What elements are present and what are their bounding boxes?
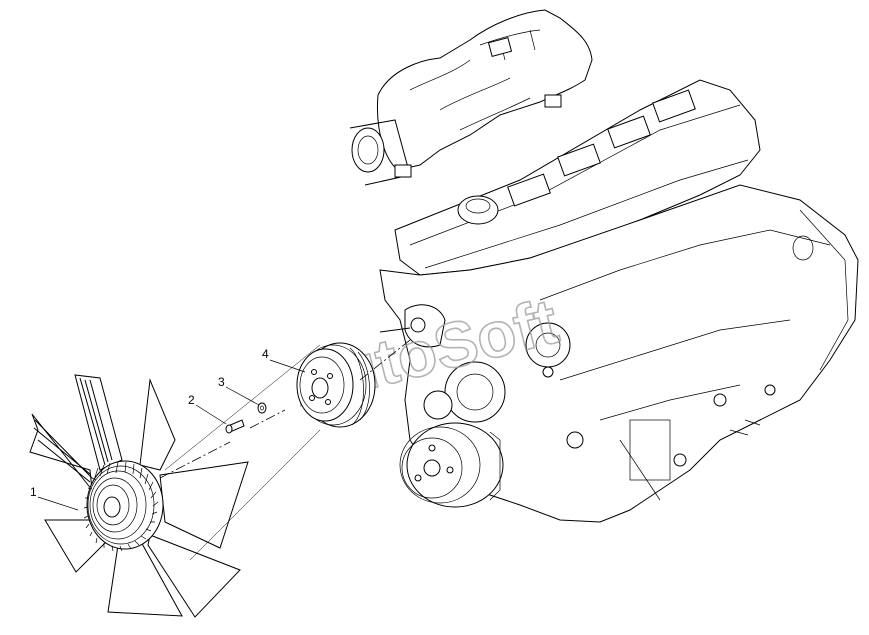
callout-1: 1 xyxy=(30,485,79,511)
callout-label-1: 1 xyxy=(30,485,37,499)
cylinder-block xyxy=(379,184,859,523)
leader-line-4 xyxy=(269,359,306,373)
valve-cover xyxy=(394,79,761,276)
part-4-fan-pulley xyxy=(296,342,376,428)
engine-assembly xyxy=(349,9,859,523)
callout-2: 2 xyxy=(188,393,227,425)
part-2-bolt xyxy=(225,419,245,434)
intake-manifold xyxy=(349,9,593,186)
water-pump-mount xyxy=(379,304,506,423)
callout-3: 3 xyxy=(218,375,260,406)
explode-axis-line xyxy=(159,339,411,479)
pulley-guide-line-upper xyxy=(164,344,321,471)
part-1-fan-with-viscous-clutch xyxy=(29,374,249,618)
callout-label-3: 3 xyxy=(218,375,225,389)
pulley-guide-line-lower xyxy=(189,429,321,561)
callout-label-4: 4 xyxy=(262,347,269,361)
ignition-coil-packs xyxy=(507,89,696,207)
leader-line-1 xyxy=(37,496,79,511)
callout-4: 4 xyxy=(262,347,306,373)
callout-label-2: 2 xyxy=(188,393,195,407)
crankshaft-pulley xyxy=(399,422,504,508)
part-3-washer xyxy=(257,402,267,414)
leader-line-2 xyxy=(195,404,227,425)
leader-line-3 xyxy=(225,386,260,406)
